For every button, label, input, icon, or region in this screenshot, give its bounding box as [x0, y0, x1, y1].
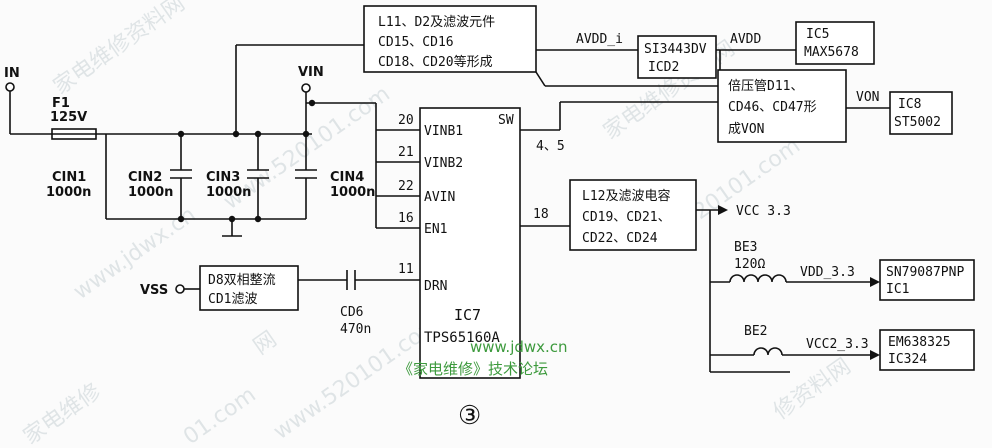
cap-name-cin4: CIN4: [330, 170, 364, 185]
l12-line3: CD22、CD24: [582, 231, 658, 246]
ic5-block: [795, 21, 875, 65]
vcc2-33-label: VCC2_3.3: [806, 337, 869, 352]
fuse-name: F1: [52, 96, 70, 111]
avdd-i-label: AVDD_i: [576, 32, 623, 47]
be3-name: BE3: [734, 240, 757, 255]
cd6-value: 470n: [340, 322, 371, 337]
si3443-line2: ICD2: [648, 60, 679, 75]
doubler-line3: 成VON: [728, 122, 764, 137]
l12-block: [569, 179, 697, 251]
watermark-url: www.jdwx.cn: [470, 338, 568, 356]
junction-dot: [232, 130, 240, 138]
figure-number: ③: [458, 401, 481, 431]
cap-value-cin4: 1000n: [330, 185, 375, 200]
cap-value-cin2: 1000n: [128, 185, 173, 200]
vin-label: VIN: [298, 65, 324, 80]
junction-dot: [302, 130, 310, 138]
si3443-block: [637, 35, 717, 79]
em638325-line2: IC324: [888, 352, 927, 367]
sn79087-line2: IC1: [886, 282, 909, 297]
ic8-line2: ST5002: [894, 115, 941, 130]
vss-terminal: [175, 284, 185, 294]
ic8-block: [889, 91, 953, 135]
ic5-line2: MAX5678: [804, 45, 859, 60]
input-label: IN: [4, 66, 20, 81]
junction-dot: [228, 215, 236, 223]
em638325-line1: EM638325: [888, 335, 951, 350]
watermark-text: 修资料网: [769, 354, 855, 425]
doubler-line1: 倍压管D11、: [728, 79, 803, 94]
sn79087-block: [879, 259, 975, 301]
arrow-icon: [870, 277, 880, 287]
ic7-pin-sw: SW: [498, 113, 514, 128]
ic7-pin-sw-num: 4、5: [536, 139, 565, 154]
inductor-be2: [753, 347, 783, 356]
ic7-pin-drn: DRN: [424, 279, 447, 294]
cap-name-cin1: CIN1: [52, 170, 86, 185]
wire: [535, 71, 546, 87]
watermark-text: 01.com: [179, 382, 260, 448]
junction-dot: [177, 215, 185, 223]
arrow-icon: [718, 205, 728, 215]
cd6-name: CD6: [340, 305, 363, 320]
cap-name-cin3: CIN3: [206, 170, 240, 185]
ic7-name: IC7: [454, 306, 481, 324]
input-terminal: [5, 82, 15, 92]
doubler-block: [717, 69, 847, 143]
watermark-text: 家电维修: [19, 379, 105, 448]
fuse-rating: 125V: [50, 110, 87, 125]
cap-name-cin2: CIN2: [128, 170, 162, 185]
ic7-pin-vinb2: VINB2: [424, 156, 463, 171]
ic7-pin-en1: EN1: [424, 222, 447, 237]
cap-value-cin1: 1000n: [46, 185, 91, 200]
ic7-pin-vinb2-num: 21: [398, 145, 414, 160]
inductor-be3: [729, 274, 787, 283]
ic7-part: TPS65160A: [424, 330, 500, 346]
watermark-text: 家电维修资料网: [49, 0, 190, 100]
d8-line2: CD1滤波: [208, 292, 257, 307]
ic7-block: [419, 107, 521, 379]
watermark-forum: 《家电维修》技术论坛: [398, 360, 548, 378]
watermark-text: 网: [249, 327, 281, 360]
von-label: VON: [856, 90, 879, 105]
ic5-line1: IC5: [806, 27, 829, 42]
em638325-block: [879, 329, 975, 371]
ic7-pin-out-num: 18: [533, 207, 549, 222]
junction-dot: [177, 130, 185, 138]
vcc33-label: VCC 3.3: [736, 204, 791, 219]
be3-value: 120Ω: [734, 257, 765, 272]
ic7-pin-avin: AVIN: [424, 190, 455, 205]
sn79087-line1: SN79087PNP: [886, 265, 964, 280]
doubler-line2: CD46、CD47形: [728, 100, 817, 115]
si3443-line1: SI3443DV: [644, 42, 707, 57]
l12-line2: CD19、CD21、: [582, 210, 671, 225]
filter-block-line2: CD15、CD16: [378, 35, 454, 50]
d8-block: [199, 265, 299, 311]
vss-label: VSS: [140, 283, 168, 298]
be2-name: BE2: [744, 324, 767, 339]
ic7-pin-vinb1: VINB1: [424, 124, 463, 139]
ic8-line1: IC8: [898, 97, 921, 112]
ic7-pin-en1-num: 16: [398, 211, 414, 226]
vin-terminal: [301, 83, 311, 93]
ic7-pin-avin-num: 22: [398, 179, 414, 194]
filter-block-line3: CD18、CD20等形成: [378, 54, 493, 70]
ic7-pin-drn-num: 11: [398, 262, 414, 277]
vdd33-label: VDD_3.3: [800, 265, 855, 280]
d8-line1: D8双相整流: [208, 273, 276, 288]
avdd-label: AVDD: [730, 32, 761, 47]
filter-block-line1: L11、D2及滤波元件: [378, 15, 495, 30]
junction-dot: [254, 215, 262, 223]
arrow-icon: [870, 350, 880, 360]
l12-line1: L12及滤波电容: [582, 188, 670, 204]
filter-block: [363, 5, 537, 73]
cap-value-cin3: 1000n: [206, 185, 251, 200]
junction-dot: [254, 130, 262, 138]
ic7-pin-vinb1-num: 20: [398, 113, 414, 128]
